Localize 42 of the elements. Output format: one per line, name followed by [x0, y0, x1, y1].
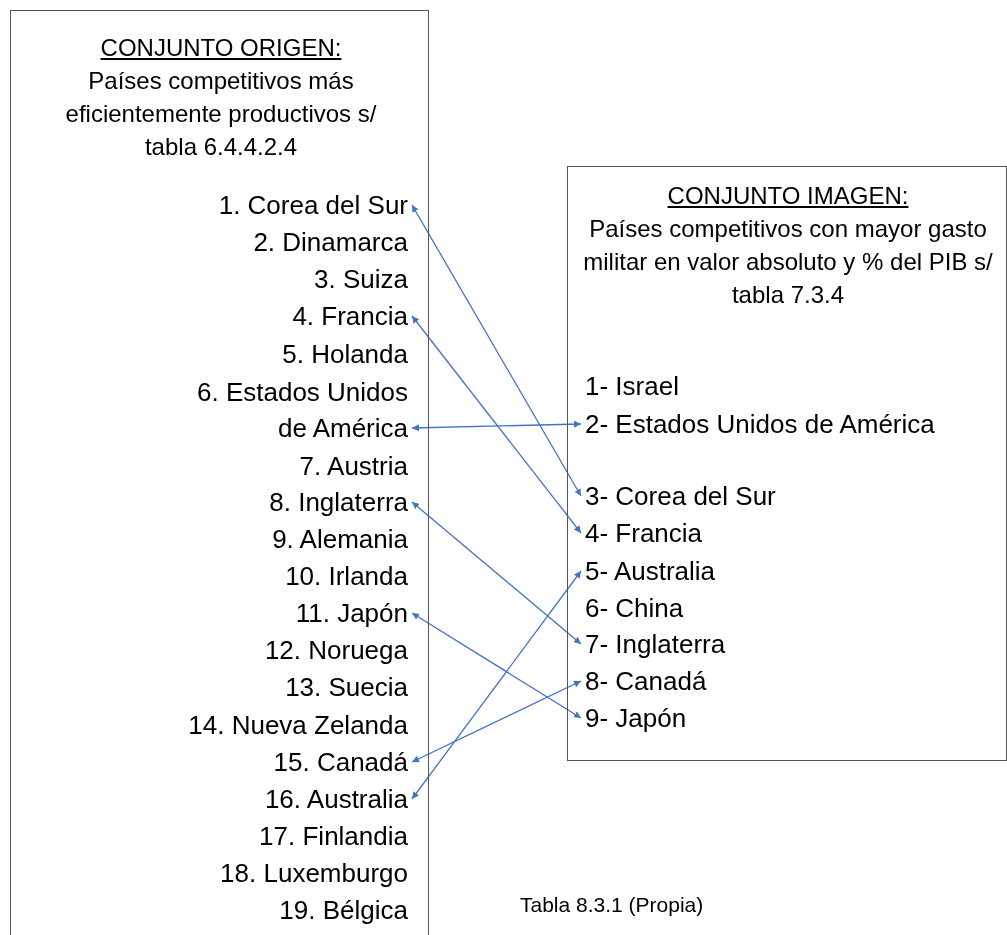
country-list-item: 9. Alemania: [272, 521, 408, 557]
country-list-item: 8. Inglaterra: [269, 484, 408, 520]
country-list-item: 1- Israel: [585, 368, 679, 404]
country-list-item: 6. Estados Unidos de América: [173, 374, 408, 446]
country-list-item: 16. Australia: [264, 781, 408, 817]
country-list-item: 2. Dinamarca: [253, 224, 408, 260]
mapping-arrow: [411, 420, 582, 432]
country-list-item: 7- Inglaterra: [585, 626, 726, 662]
country-list-item: 13. Suecia: [285, 669, 408, 705]
mapping-arrow: [411, 501, 582, 645]
country-list-item: 2- Estados Unidos de América: [585, 406, 944, 442]
country-list-item: 19. Bélgica: [279, 892, 408, 928]
country-list-item: 6- China: [585, 590, 684, 626]
set-heading: CONJUNTO ORIGEN:: [100, 34, 342, 61]
country-list-item: 17. Finlandia: [259, 818, 408, 854]
mapping-arrow: [411, 315, 582, 534]
country-list-item: 12. Noruega: [264, 632, 408, 668]
country-list-item: 8- Canadá: [585, 663, 707, 699]
country-list-item: 7. Austria: [299, 448, 408, 484]
country-list-item: 11. Japón: [295, 595, 408, 631]
set-description: Países competitivos más eficientemente productivos s/ tabla 6.4.4.2.4: [64, 66, 378, 162]
mapping-arrow: [411, 680, 582, 763]
set-heading: CONJUNTO IMAGEN:: [667, 182, 909, 209]
set-description: Países competitivos con mayor gasto militar en valor absoluto y % del PIB s/ tabla 7.3.4: [582, 214, 994, 310]
set-panel: [10, 10, 429, 935]
country-list-item: 5- Australia: [585, 553, 716, 589]
country-list-item: 14. Nueva Zelanda: [188, 707, 408, 743]
table-caption: Tabla 8.3.1 (Propia): [520, 893, 704, 917]
country-list-item: 9- Japón: [585, 700, 687, 736]
country-list-item: 18. Luxemburgo: [220, 855, 408, 891]
country-list-item: 3- Corea del Sur: [585, 478, 776, 514]
country-list-item: 5. Holanda: [282, 336, 408, 372]
mapping-arrow: [411, 204, 582, 497]
mapping-arrow: [411, 570, 582, 800]
country-list-item: 1. Corea del Sur: [218, 187, 408, 223]
country-list-item: 3. Suiza: [314, 261, 408, 297]
country-list-item: 4. Francia: [292, 298, 408, 334]
set-panel: [567, 166, 1007, 761]
country-list-item: 15. Canadá: [273, 744, 408, 780]
country-list-item: 4- Francia: [585, 515, 703, 551]
mapping-arrow: [411, 612, 582, 719]
country-list-item: 10. Irlanda: [285, 558, 408, 594]
